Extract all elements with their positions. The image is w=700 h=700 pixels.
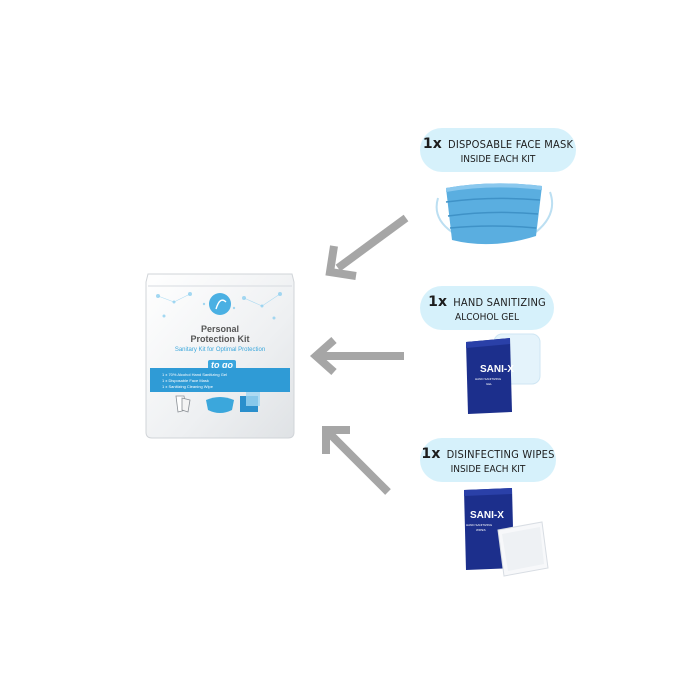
wipes-packet-image bbox=[464, 488, 549, 577]
callout-disinfecting-wipes: 1x DISINFECTING WIPES INSIDE EACH KIT bbox=[420, 438, 556, 482]
callout-line1: DISINFECTING WIPES bbox=[446, 447, 555, 461]
to-go-badge: to go bbox=[208, 360, 236, 370]
arrow-from-mask bbox=[325, 214, 409, 280]
pouch-subtitle: Sanitary Kit for Optimal Protection bbox=[174, 347, 266, 353]
pouch-contents-band bbox=[150, 368, 290, 392]
wipe-icon bbox=[240, 392, 260, 412]
band-item-2: 1 x Disposable Face Mask bbox=[162, 378, 209, 383]
band-item-3: 1 x Sanitizing Cleaning Wipe bbox=[162, 384, 213, 389]
callout-line2: INSIDE EACH KIT bbox=[460, 153, 536, 165]
gel-brand: SANI-X bbox=[480, 364, 514, 375]
gel-desc-line2: GEL bbox=[486, 382, 493, 386]
wipes-desc-line1: HAND SANITIZING bbox=[466, 523, 493, 527]
callout-face-mask: 1x DISPOSABLE FACE MASK INSIDE EACH KIT bbox=[420, 128, 576, 172]
callout-qty: 1x bbox=[422, 135, 442, 152]
callout-line2: ALCOHOL GEL bbox=[455, 311, 519, 323]
gel-desc-line1: HAND SANITIZING bbox=[475, 377, 502, 381]
mask-icon bbox=[206, 397, 234, 413]
wipes-desc-line2: WIPES bbox=[476, 528, 486, 532]
callout-hand-sanitizer: 1x HAND SANITIZING ALCOHOL GEL bbox=[420, 286, 554, 330]
arrow-from-wipes bbox=[322, 426, 391, 495]
callout-line1: HAND SANITIZING bbox=[453, 295, 546, 309]
pouch-bag-shape bbox=[145, 273, 295, 439]
wipes-brand: SANI-X bbox=[470, 510, 504, 521]
callout-qty: 1x bbox=[428, 293, 448, 310]
hands-icon bbox=[175, 395, 191, 413]
pouch-title-line2: Protection Kit bbox=[190, 334, 250, 344]
gel-packet-image bbox=[466, 333, 541, 414]
face-mask-image bbox=[435, 183, 554, 245]
callout-line2: INSIDE EACH KIT bbox=[450, 463, 526, 475]
pouch-title-line1: Personal bbox=[200, 324, 240, 334]
arrow-from-gel bbox=[309, 337, 404, 375]
callout-line1: DISPOSABLE FACE MASK bbox=[448, 137, 574, 151]
band-item-1: 1 x 70% Alcohol Hand Sanitizing Gel bbox=[162, 372, 227, 377]
protection-kit-pouch: Personal Protection Kit Sanitary Kit for… bbox=[144, 272, 296, 440]
callout-qty: 1x bbox=[421, 445, 441, 462]
